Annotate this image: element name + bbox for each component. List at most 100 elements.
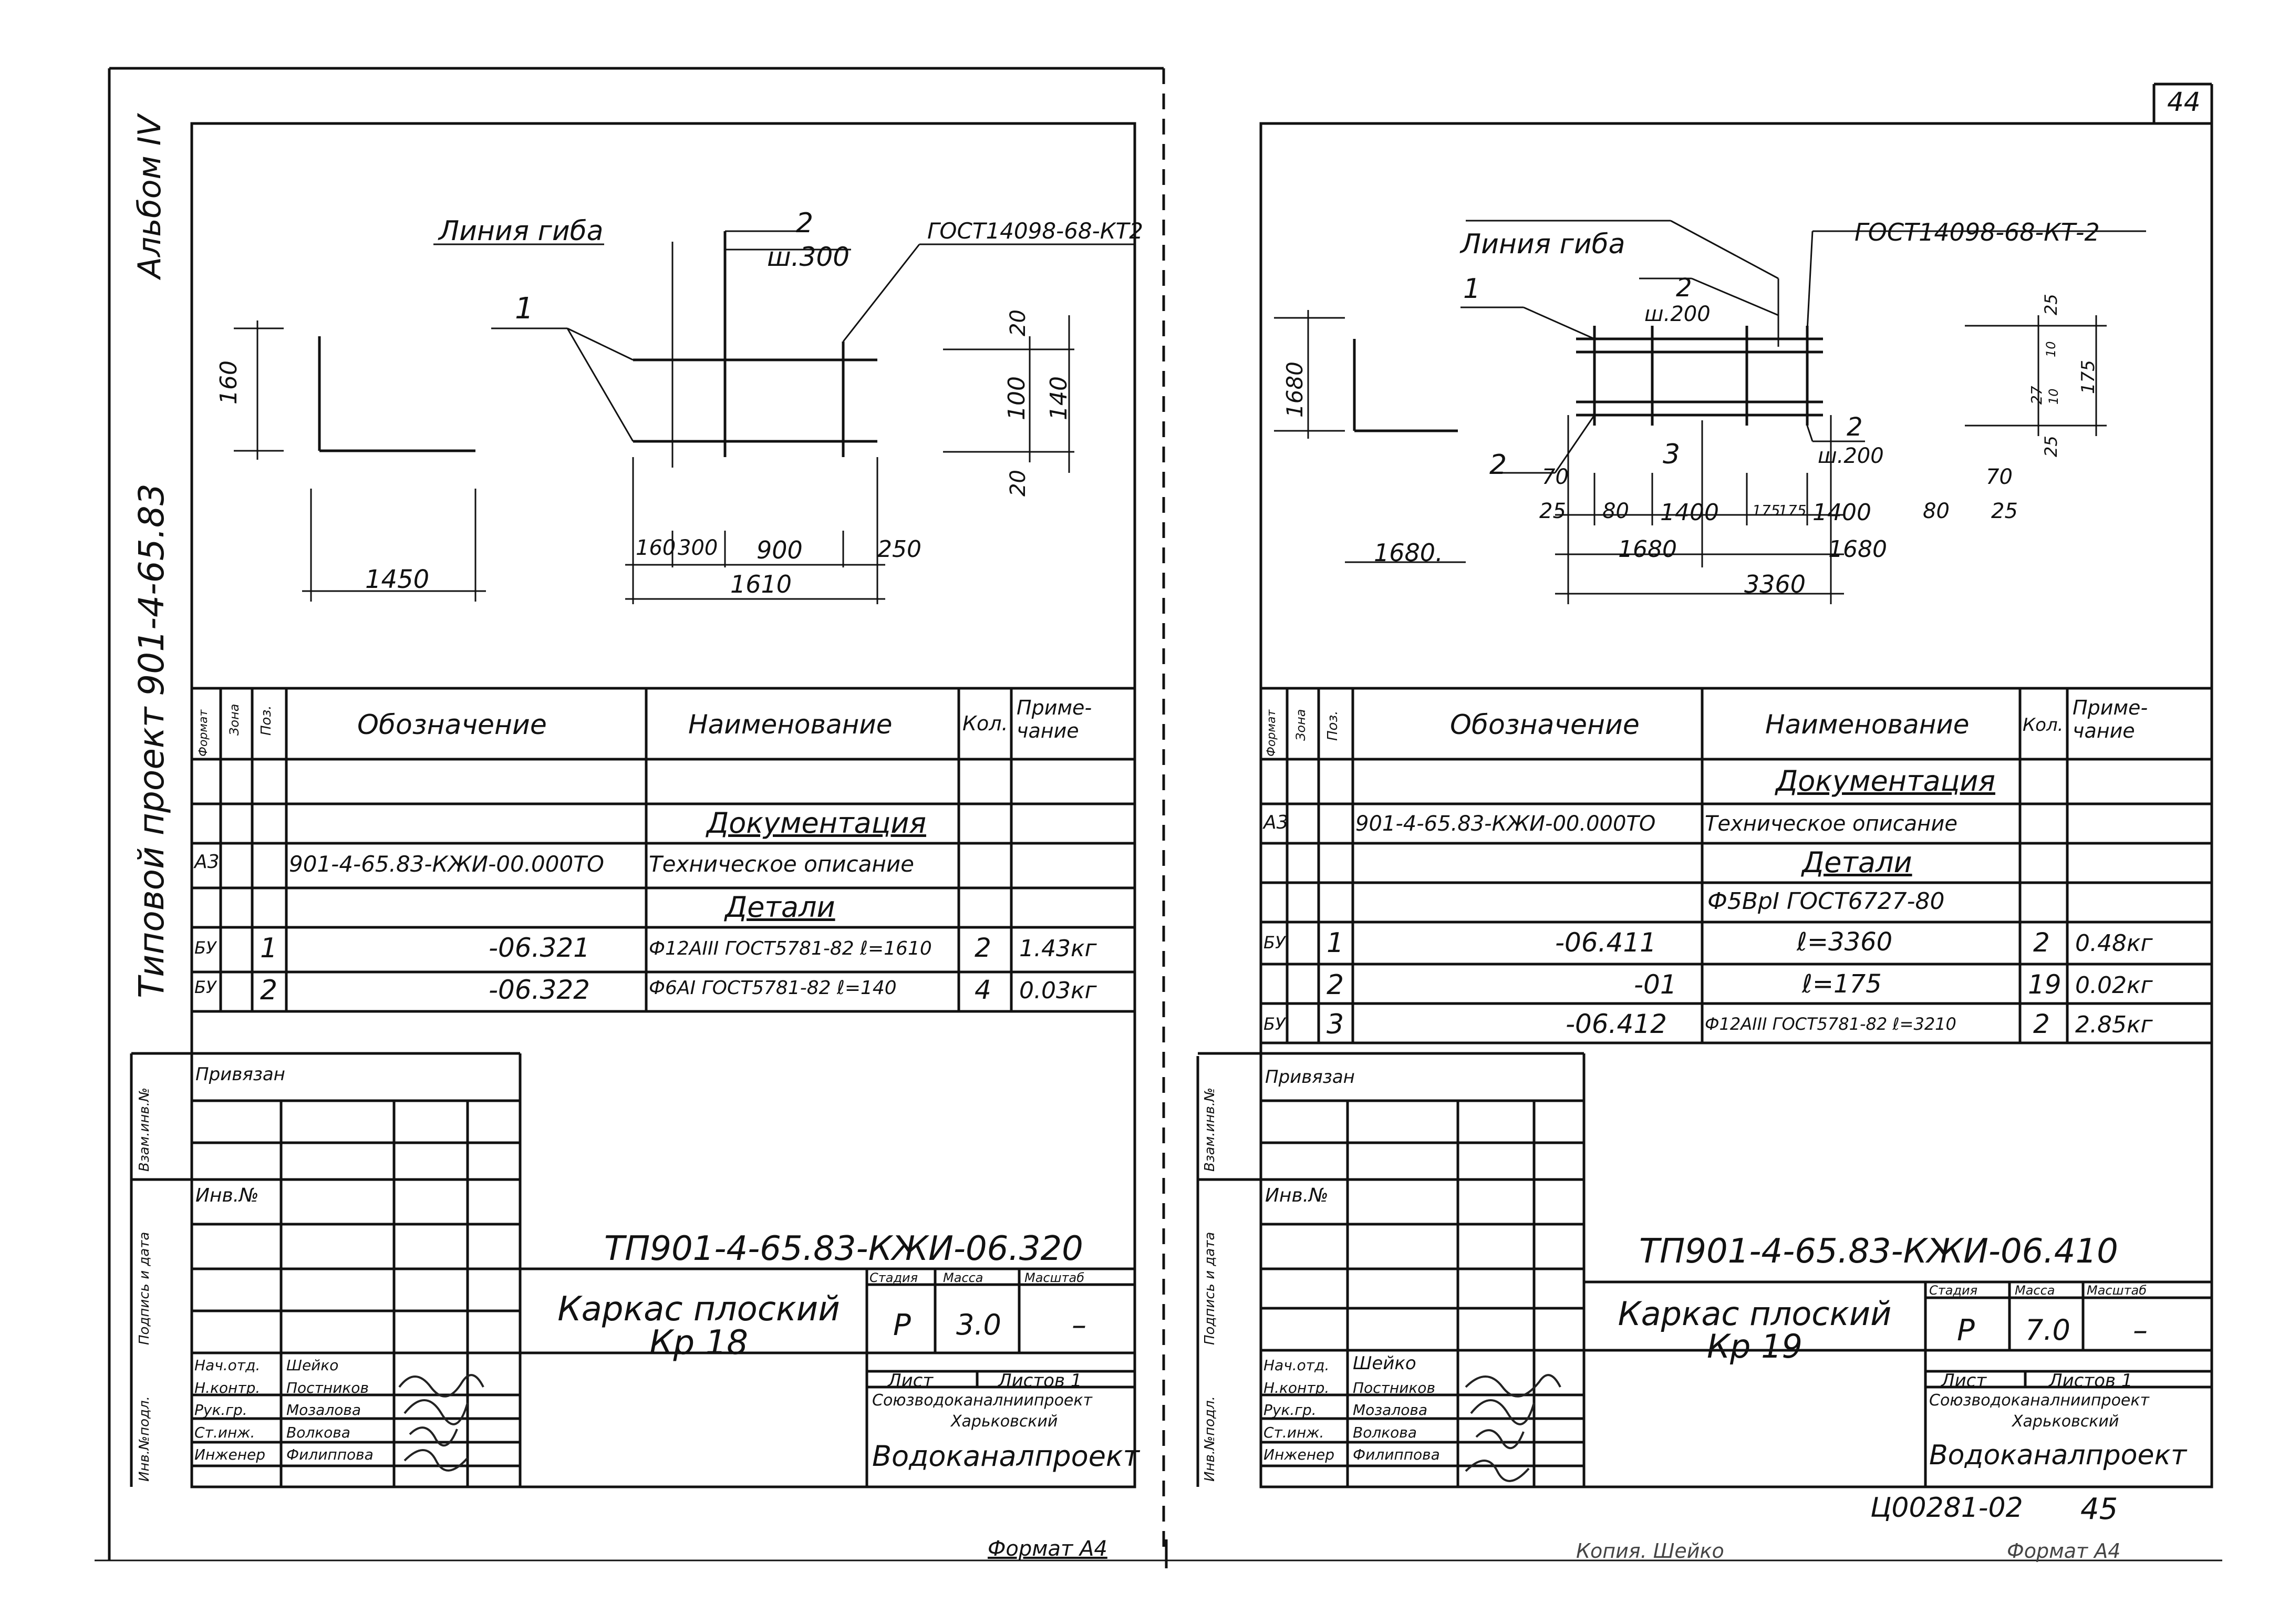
left-dim-1610: 1610 xyxy=(730,570,792,598)
right-stamp-mass: 7.0 xyxy=(2025,1313,2070,1347)
right-row2-qty: 19 xyxy=(2028,969,2062,1000)
left-person-name: Постников xyxy=(286,1379,369,1397)
right-row3-qty: 2 xyxy=(2033,1009,2050,1039)
left-stamp-org2: Харьковский xyxy=(951,1412,1058,1431)
right-row3-note: 2.85кг xyxy=(2075,1011,2153,1038)
right-row2-pos: 2 xyxy=(1327,969,1344,1001)
right-pos2c-label: 2 xyxy=(1489,449,1507,481)
right-row3-designation: -06.412 xyxy=(1566,1009,1667,1039)
left-dim-900: 900 xyxy=(757,536,803,564)
right-dim-row2-5: 175 xyxy=(1778,502,1807,519)
left-spec-section-parts: Детали xyxy=(725,891,835,924)
right-pos2b-label: 2 xyxy=(1847,412,1863,442)
right-dim-row3-2: 1680 xyxy=(1828,536,1887,563)
right-row1-qty: 2 xyxy=(2033,927,2050,958)
right-dim-row2-3: 1400 xyxy=(1660,499,1719,526)
right-stamp-linked: Привязан xyxy=(1265,1067,1355,1088)
left-dim-1450: 1450 xyxy=(365,565,430,594)
left-side-label-1: Инв.№подл. xyxy=(137,1396,152,1482)
right-page-no: 45 xyxy=(2080,1492,2118,1526)
right-row1-pos: 1 xyxy=(1327,927,1344,959)
right-row3-pos: 3 xyxy=(1327,1009,1344,1040)
right-stamp-code: ТП901-4-65.83-КЖИ-06.410 xyxy=(1639,1232,2118,1271)
right-spec-header-note: Приме-чание xyxy=(2073,696,2148,742)
left-spec-header-note: Приме-чание xyxy=(1017,696,1092,742)
right-person-name: Постников xyxy=(1353,1379,1435,1397)
left-stamp-title: Каркас плоский Кр 18 xyxy=(557,1290,840,1362)
left-bend-line-label: Линия гиба xyxy=(439,215,604,247)
right-pos1-label: 1 xyxy=(1463,273,1481,305)
right-stamp-inv: Инв.№ xyxy=(1265,1185,1329,1206)
left-stamp-mass: 3.0 xyxy=(956,1308,1001,1341)
right-dim-70b: 70 xyxy=(1986,465,2013,489)
right-side-label-1: Инв.№подл. xyxy=(1202,1396,1218,1482)
right-dim-1680v: 1680 xyxy=(1282,361,1308,418)
page-number: 44 xyxy=(2167,87,2201,117)
right-stamp-sheets-h: Листов 1 xyxy=(2049,1370,2133,1391)
right-stamp-scale-h: Масштаб xyxy=(2087,1283,2147,1298)
right-person-role: Инженер xyxy=(1263,1446,1335,1463)
right-person-name: Волкова xyxy=(1353,1424,1417,1441)
right-dim-3360: 3360 xyxy=(1744,570,1806,598)
left-dim-140: 140 xyxy=(1045,376,1072,420)
left-person-role: Нач.отд. xyxy=(194,1357,261,1374)
left-stamp-org3: Водоканалпроект xyxy=(872,1440,1140,1473)
left-stamp-org1: Союзводоканалниипроект xyxy=(872,1391,1092,1410)
left-weld-label: ГОСТ14098-68-КТ2 xyxy=(927,218,1143,244)
right-pos3-label: 3 xyxy=(1663,439,1681,470)
left-row1-pos: 1 xyxy=(260,933,278,964)
right-row1-note: 0.48кг xyxy=(2075,930,2153,957)
right-spec-section-parts: Детали xyxy=(1802,846,1912,879)
right-dim-v-6: 25 xyxy=(2041,436,2061,457)
right-dim-row2-8: 25 xyxy=(1991,499,2018,523)
right-person-name: Филиппова xyxy=(1353,1446,1440,1463)
left-person-role: Инженер xyxy=(194,1446,266,1463)
left-spec-doc-designation: 901-4-65.83-КЖИ-00.000ТО xyxy=(289,851,604,877)
left-row2-qty: 4 xyxy=(975,975,991,1005)
left-stamp-sheets-h: Листов 1 xyxy=(998,1370,1082,1391)
right-archive-no: Ц00281-02 xyxy=(1870,1492,2023,1524)
right-spec-doc-designation: 901-4-65.83-КЖИ-00.000ТО xyxy=(1355,812,1656,836)
right-spec-doc-format: А3 xyxy=(1263,812,1289,833)
right-spec-header-pos: Поз. xyxy=(1325,710,1341,741)
right-person-name: Шейко xyxy=(1353,1353,1416,1374)
left-spec-doc-format: А3 xyxy=(194,851,220,873)
right-row3-format: БУ xyxy=(1263,1014,1286,1034)
right-spec-header-format: Формат xyxy=(1265,709,1278,757)
left-dim-250: 250 xyxy=(877,536,921,563)
right-format-label: Формат А4 xyxy=(2007,1539,2121,1563)
left-row2-designation: -06.322 xyxy=(489,975,590,1005)
left-pitch-label: ш.300 xyxy=(767,242,850,272)
left-spec-header-designation: Обозначение xyxy=(357,709,547,741)
right-person-role: Рук.гр. xyxy=(1263,1401,1317,1419)
right-dim-v-4: 10 xyxy=(2046,388,2061,405)
left-row1-designation: -06.321 xyxy=(489,933,590,963)
right-stamp-stage-h: Стадия xyxy=(1929,1283,1978,1298)
right-dim-row2-2: 80 xyxy=(1602,499,1629,523)
left-stamp-stage-h: Стадия xyxy=(869,1270,918,1285)
right-weld-label: ГОСТ14098-68-КТ-2 xyxy=(1855,218,2100,246)
left-stamp-scale-h: Масштаб xyxy=(1024,1270,1085,1285)
left-stamp-code: ТП901-4-65.83-КЖИ-06.320 xyxy=(604,1229,1083,1268)
right-row1-format: БУ xyxy=(1263,933,1286,953)
right-dim-row2-4: 175 xyxy=(1752,502,1780,519)
left-stamp-inv: Инв.№ xyxy=(195,1185,259,1206)
right-stamp-mass-h: Масса xyxy=(2015,1283,2055,1298)
right-spec-header-qty: Кол. xyxy=(2023,715,2064,736)
right-dim-v-1: 25 xyxy=(2041,294,2061,315)
right-person-name: Мозалова xyxy=(1353,1401,1428,1419)
left-person-name: Филиппова xyxy=(286,1446,374,1463)
binding-project-label: Типовой проект 901-4-65.83 xyxy=(131,483,172,998)
right-pitch-200b: ш.200 xyxy=(1818,444,1884,468)
right-dim-v-5: 175 xyxy=(2078,360,2099,394)
left-row1-name: Ф12АIII ГОСТ5781-82 ℓ=1610 xyxy=(649,938,932,959)
left-spec-header-zone: Зона xyxy=(227,704,242,736)
right-dim-v-2: 10 xyxy=(2044,341,2058,357)
right-side-label-2: Подпись и дата xyxy=(1202,1232,1218,1345)
left-spec-header-name: Наименование xyxy=(688,709,893,740)
right-dim-1680h: 1680. xyxy=(1374,539,1443,567)
right-row1-designation: -06.411 xyxy=(1555,927,1656,958)
right-row3-name: Ф12АIII ГОСТ5781-82 ℓ=3210 xyxy=(1705,1014,1956,1034)
left-spec-header-qty: Кол. xyxy=(962,712,1008,735)
left-row1-format: БУ xyxy=(194,938,216,958)
